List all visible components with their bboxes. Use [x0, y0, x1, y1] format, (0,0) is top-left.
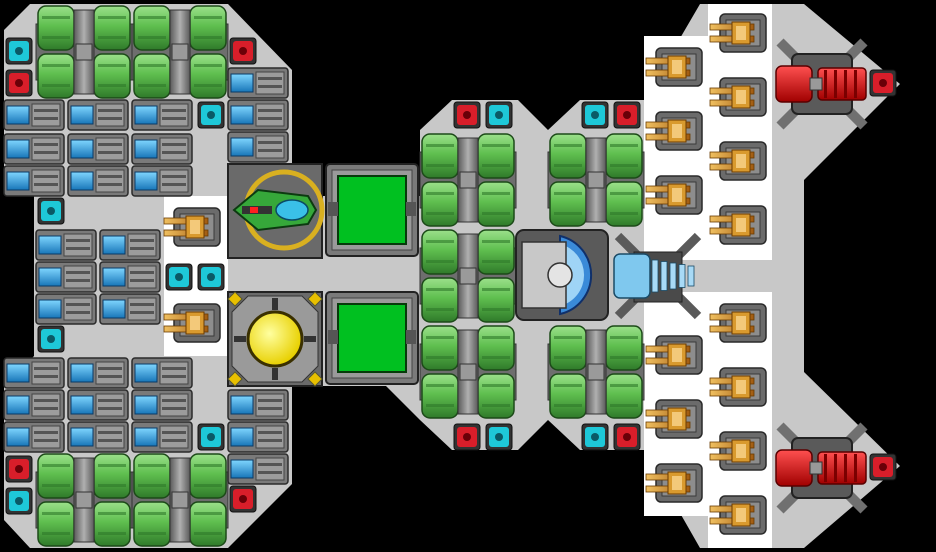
red-light-module — [869, 453, 897, 481]
battery-module — [3, 99, 65, 131]
battery-module — [227, 131, 289, 163]
bridge-dome — [515, 229, 609, 321]
battery-module — [35, 293, 97, 325]
red-light-module — [453, 423, 481, 451]
autocannon-turret — [645, 47, 703, 87]
battery-module — [131, 165, 193, 197]
autocannon-turret — [645, 335, 703, 375]
fuel-tank-module — [547, 133, 645, 227]
autocannon-turret — [709, 205, 767, 245]
cyan-light-module — [37, 325, 65, 353]
battery-module — [131, 357, 193, 389]
battery-module — [3, 165, 65, 197]
fuel-tank-module — [419, 229, 517, 323]
cyan-light-module — [37, 197, 65, 225]
battery-module — [3, 133, 65, 165]
cyan-light-module — [485, 101, 513, 129]
battery-module — [99, 261, 161, 293]
battery-module — [3, 421, 65, 453]
fuel-tank-module — [35, 5, 133, 99]
autocannon-turret — [163, 207, 221, 247]
green-screen-module — [325, 163, 419, 257]
battery-module — [35, 261, 97, 293]
autocannon-turret — [645, 175, 703, 215]
cyan-light-module — [197, 263, 225, 291]
autocannon-turret — [709, 303, 767, 343]
autocannon-turret — [163, 303, 221, 343]
cockpit-module — [227, 163, 325, 259]
battery-module — [131, 421, 193, 453]
cyan-light-module — [485, 423, 513, 451]
autocannon-turret — [709, 367, 767, 407]
battery-module — [227, 389, 289, 421]
cyan-light-module — [197, 423, 225, 451]
cyan-light-module — [581, 101, 609, 129]
battery-module — [227, 67, 289, 99]
red-light-module — [613, 423, 641, 451]
fuel-tank-module — [419, 325, 517, 419]
battery-module — [35, 229, 97, 261]
cyan-light-module — [197, 101, 225, 129]
fuel-tank-module — [547, 325, 645, 419]
autocannon-turret — [645, 463, 703, 503]
cyan-light-module — [5, 37, 33, 65]
battery-module — [3, 357, 65, 389]
red-light-module — [869, 69, 897, 97]
battery-module — [67, 133, 129, 165]
battery-module — [131, 99, 193, 131]
battery-module — [227, 99, 289, 131]
red-light-module — [5, 69, 33, 97]
cyan-light-module — [5, 487, 33, 515]
battery-module — [227, 421, 289, 453]
battery-module — [67, 421, 129, 453]
battery-module — [131, 133, 193, 165]
fuel-tank-module — [131, 5, 229, 99]
autocannon-turret — [709, 495, 767, 535]
fuel-tank-module — [131, 453, 229, 547]
red-light-module — [453, 101, 481, 129]
heavy-red-cannon — [775, 38, 868, 130]
reactor-core — [227, 291, 323, 387]
red-light-module — [229, 485, 257, 513]
fuel-tank-module — [35, 453, 133, 547]
battery-module — [99, 293, 161, 325]
cyan-light-module — [165, 263, 193, 291]
autocannon-turret — [709, 13, 767, 53]
autocannon-turret — [645, 399, 703, 439]
battery-module — [131, 389, 193, 421]
battery-module — [227, 453, 289, 485]
fuel-tank-module — [419, 133, 517, 227]
heavy-red-cannon — [775, 422, 868, 514]
red-light-module — [229, 37, 257, 65]
battery-module — [67, 99, 129, 131]
battery-module — [3, 389, 65, 421]
autocannon-turret — [645, 111, 703, 151]
autocannon-turret — [709, 431, 767, 471]
green-screen-module — [325, 291, 419, 385]
battery-module — [99, 229, 161, 261]
red-light-module — [5, 455, 33, 483]
ion-thruster — [613, 232, 702, 320]
battery-module — [67, 389, 129, 421]
autocannon-turret — [709, 141, 767, 181]
red-light-module — [613, 101, 641, 129]
cyan-light-module — [581, 423, 609, 451]
autocannon-turret — [709, 77, 767, 117]
battery-module — [67, 165, 129, 197]
battery-module — [67, 357, 129, 389]
